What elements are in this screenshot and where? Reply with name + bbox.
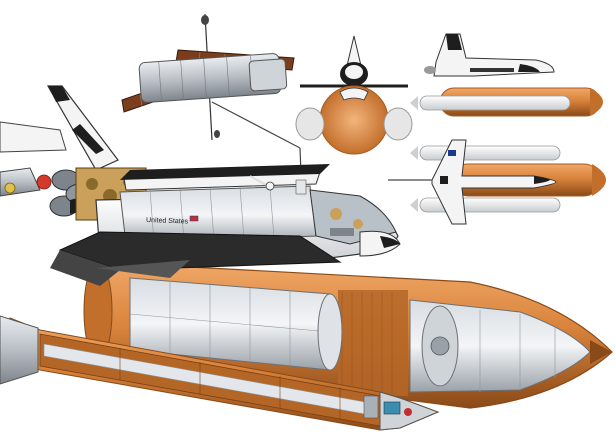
orbiter-lettering: United States <box>146 217 189 225</box>
hubble-telescope <box>121 13 303 201</box>
shuttle-top-view <box>388 139 606 225</box>
space-shuttle-cutaway: United States <box>0 85 401 286</box>
shuttle-front-view <box>295 35 413 155</box>
shuttle-side-view <box>410 33 603 117</box>
solid-rocket-booster-cutaway <box>0 315 440 431</box>
